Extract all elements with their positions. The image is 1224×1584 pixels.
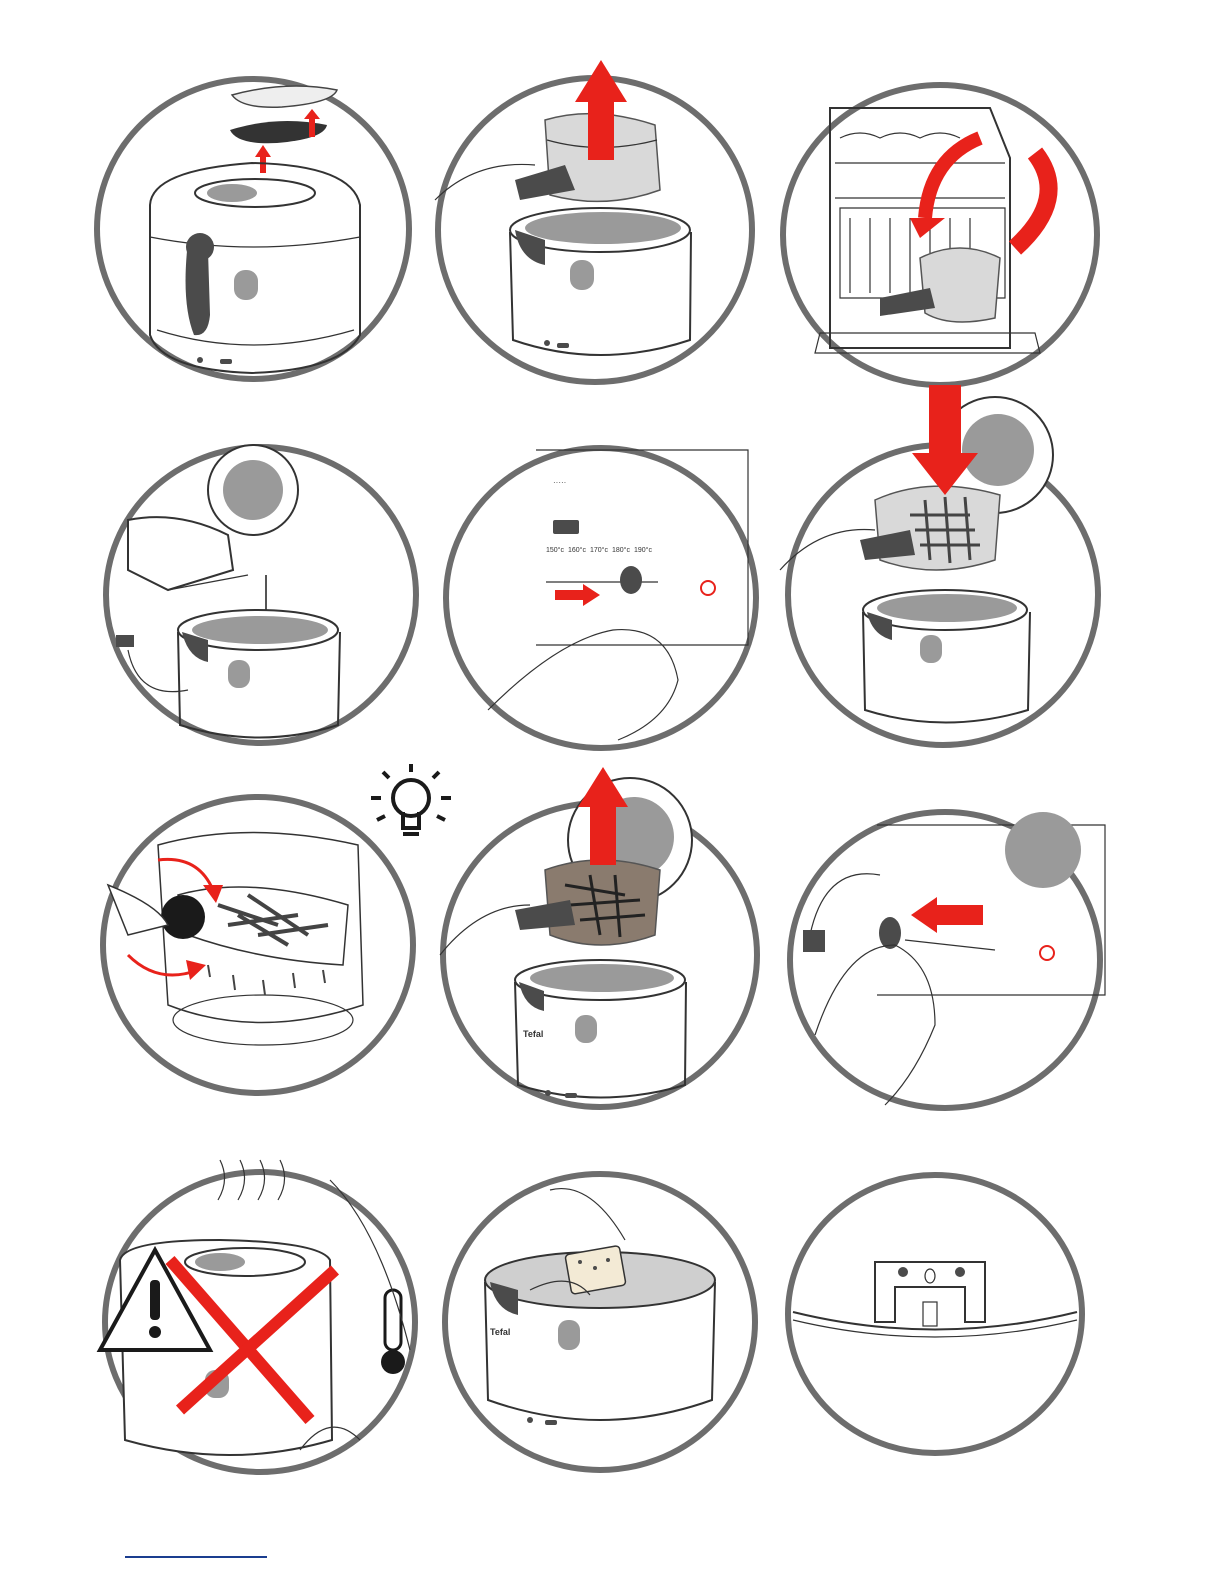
svg-text:·····: ····· <box>553 478 566 487</box>
panel-basket-raise: Tefal <box>440 765 764 1125</box>
svg-text:180°c: 180°c <box>612 546 630 554</box>
panel-filter-removal <box>92 75 416 387</box>
svg-text:170°c: 170°c <box>590 546 608 554</box>
brand-label: Tefal <box>523 1029 543 1039</box>
svg-text:150°c: 150°c <box>546 546 564 554</box>
brand-label-2: Tefal <box>490 1327 510 1337</box>
panel-thermostat: ····· 150°c 160°c 170°c 180°c 190°c <box>438 440 762 752</box>
footer-rule <box>125 1556 267 1558</box>
panel-lid-cleaning: Tefal <box>440 1170 764 1485</box>
panel-basket-lower <box>780 385 1104 750</box>
panel-hot-warning <box>100 1150 424 1480</box>
svg-text:160°c: 160°c <box>568 546 586 554</box>
panel-basket-lift <box>435 60 759 390</box>
panel-thermostat-off <box>785 805 1109 1117</box>
panel-shake-fries <box>98 795 422 1107</box>
temperature-scale: 150°c 160°c 170°c 180°c 190°c <box>546 546 652 554</box>
panel-dishwasher <box>780 78 1104 390</box>
panel-oil-pour <box>98 440 422 752</box>
panel-wall-bracket <box>785 1172 1085 1460</box>
svg-text:190°c: 190°c <box>634 546 652 554</box>
